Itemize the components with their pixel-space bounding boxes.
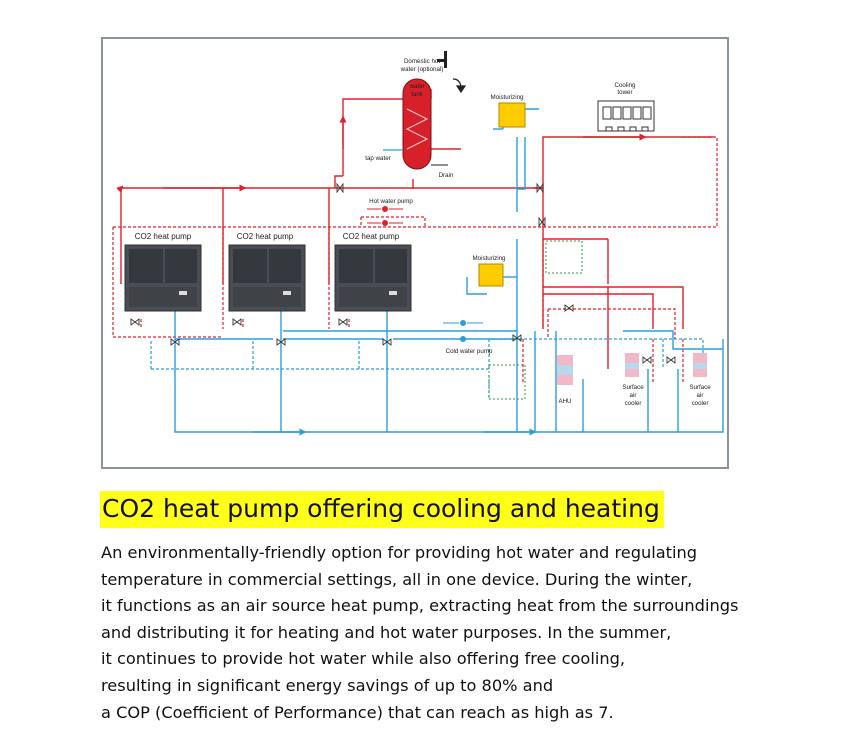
surface-air-cooler-2-label-2: air [697,392,704,399]
water-tank-label-1: water [409,84,425,90]
heat-pump-label-1: CO2 heat pump [135,232,192,241]
moisturizer-top [498,102,526,128]
heat-pump-unit-2: CO2 heat pump [228,232,306,312]
cooling-tower: Cooling tower [597,82,655,132]
cold-return-lines [150,338,704,399]
system-diagram: water tank Domestic hot water (optional)… [101,37,729,469]
faucet-icon [437,51,447,68]
hot-return-lines [112,136,718,384]
description-line: a COP (Coefficient of Performance) that … [101,702,614,722]
description: An environmentally-friendly option for p… [101,540,801,726]
heat-pump-unit-1: CO2 heat pump [124,232,202,312]
heat-pump-unit-3: CO2 heat pump [334,232,412,312]
heat-pump-label-2: CO2 heat pump [237,232,294,241]
description-line: and distributing it for heating and hot … [101,622,672,642]
moisturizer-mid [478,263,504,287]
domestic-hot-water-label-1: Domestic hot [404,58,440,65]
description-line: it functions as an air source heat pump,… [101,596,739,616]
surface-air-cooler-1-label-1: Surface [622,384,644,391]
surface-air-cooler-2-label-3: cooler [692,400,709,407]
hot-water-pump-label: Hot water pump [369,198,413,205]
description-line: it continues to provide hot water while … [101,649,625,669]
description-line: An environmentally-friendly option for p… [101,543,698,562]
moisturizing-label-top: Moisturizing [490,94,524,101]
water-tank-label-2: tank [411,92,423,98]
surface-air-cooler-1-label-3: cooler [625,400,642,407]
hot-water-pump-icon [367,206,403,226]
control-box-lower [488,364,526,400]
ahu-label: AHU [558,398,571,405]
cold-water-pump-label: Cold water pump [446,348,493,355]
domestic-hot-water-label-2: water (optional) [400,66,444,73]
shower-icon [452,78,467,94]
headline: CO2 heat pump offering cooling and heati… [100,491,664,528]
description-line: temperature in commercial settings, all … [101,569,693,589]
cooling-tower-label-1: Cooling [615,82,637,89]
ahu: AHU [557,355,573,405]
cold-water-lines [174,108,724,436]
surface-air-cooler-1-label-2: air [630,392,637,399]
piping-schematic: water tank Domestic hot water (optional)… [112,51,724,436]
heat-pump-label-3: CO2 heat pump [343,232,400,241]
surface-air-cooler-2-label-1: Surface [689,384,711,391]
water-tank: water tank [402,78,432,170]
valve-icons [130,182,676,364]
tap-water-label: tap water [365,155,390,162]
cold-water-pump-icon [443,320,483,342]
surface-air-cooler-2: Surface air cooler [689,353,711,407]
moisturizing-label-mid: Moisturizing [472,255,506,262]
surface-air-cooler-1: Surface air cooler [622,353,644,407]
drain-label: Drain [439,172,454,179]
description-line: resulting in significant energy savings … [101,675,554,695]
cooling-tower-label-2: tower [617,89,632,96]
control-box-upper [545,240,583,274]
